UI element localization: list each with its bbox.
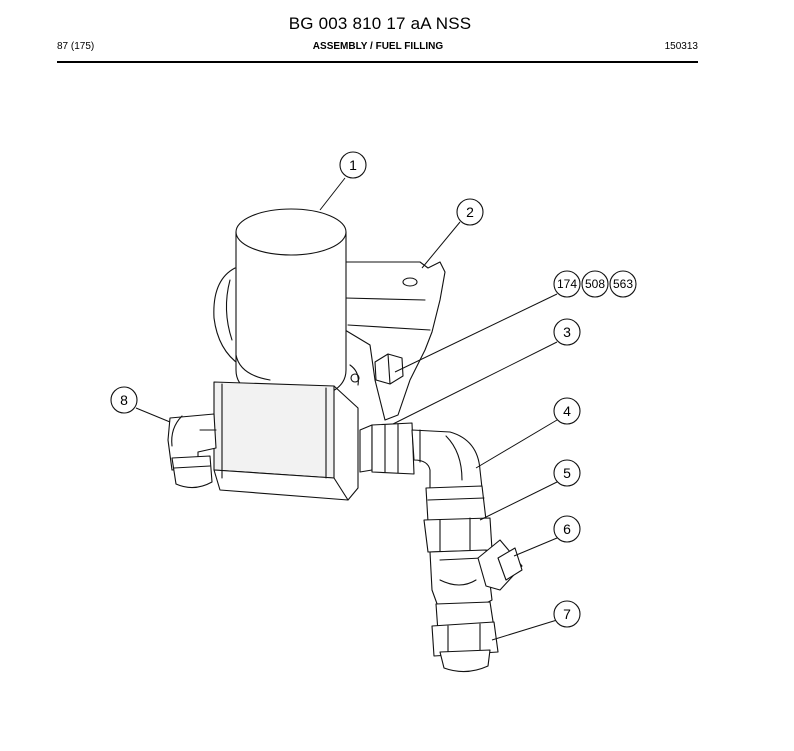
inlet-elbow-8 [167, 413, 217, 489]
balloon-5: 5 [553, 459, 581, 487]
balloon-6: 6 [553, 515, 581, 543]
section-title: ASSEMBLY / FUEL FILLING [312, 41, 444, 52]
document-number: BG 003 810 17 aA NSS [288, 14, 472, 33]
balloon-563: 563 [609, 270, 637, 298]
elbow-4 [411, 429, 483, 491]
balloon-label: 508 [585, 277, 605, 291]
balloon-label: 3 [563, 324, 571, 340]
balloon-8: 8 [110, 386, 138, 414]
strainer-6 [429, 539, 523, 613]
balloon-174: 174 [553, 270, 581, 298]
balloon-label: 174 [557, 277, 577, 291]
balloon-2: 2 [456, 198, 484, 226]
connector-7 [431, 601, 499, 673]
balloon-label: 6 [563, 521, 571, 537]
header-rule [57, 61, 698, 63]
mounting-plate [213, 381, 359, 501]
leader-lines [135, 177, 558, 641]
balloon-label: 5 [563, 465, 571, 481]
date-code: 150313 [664, 41, 698, 52]
balloon-label: 1 [349, 157, 357, 173]
balloon-3: 3 [553, 318, 581, 346]
balloon-4: 4 [553, 397, 581, 425]
balloon-label: 563 [613, 277, 633, 291]
hex-bolt [374, 353, 404, 385]
balloon-7: 7 [553, 600, 581, 628]
mounting-bracket [329, 261, 446, 421]
balloon-508: 508 [581, 270, 609, 298]
page-number: 87 (175) [57, 41, 95, 52]
motor-cylinder [235, 208, 347, 401]
outlet-fitting-3 [359, 422, 415, 475]
balloon-label: 8 [120, 392, 128, 408]
balloon-label: 2 [466, 204, 474, 220]
balloon-label: 7 [563, 606, 571, 622]
balloon-1: 1 [339, 151, 367, 179]
balloon-label: 4 [563, 403, 571, 419]
